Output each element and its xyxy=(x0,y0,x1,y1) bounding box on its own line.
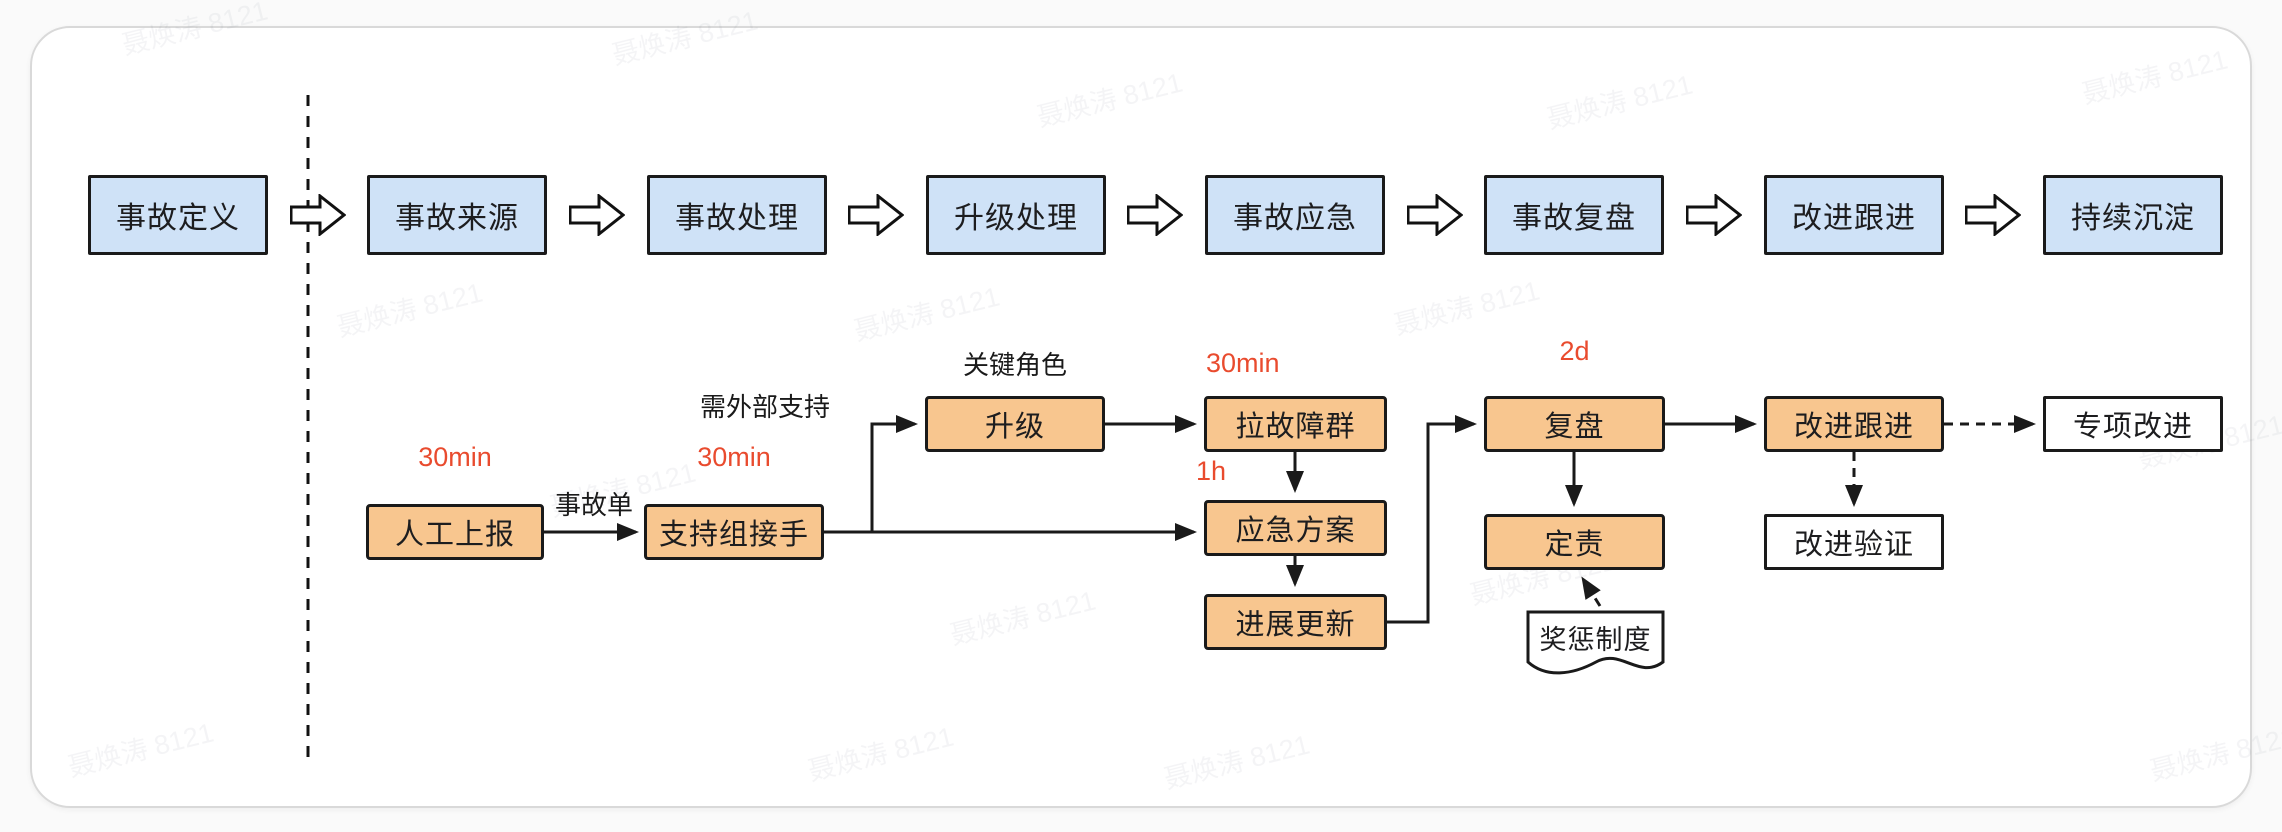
flow-arrow-icon xyxy=(1126,192,1184,238)
flow-arrow-icon xyxy=(568,192,626,238)
document-label: 奖惩制度 xyxy=(1539,625,1652,655)
detail-step-assign-responsibility: 定责 xyxy=(1484,514,1665,570)
annotation-label-key-roles: 关键角色 xyxy=(962,350,1067,380)
detail-step-create-incident-group: 拉故障群 xyxy=(1204,396,1387,452)
top-step-continuous-accumulation: 持续沉淀 xyxy=(2043,175,2223,255)
top-step-incident-handling: 事故处理 xyxy=(647,175,827,255)
flow-arrow-icon xyxy=(1964,192,2022,238)
flow-arrow-icon xyxy=(1685,192,1743,238)
annotation-sla-support-takeover: 30min xyxy=(697,442,771,472)
annotation-edge-incident-ticket: 事故单 xyxy=(554,490,633,520)
edge-support-to-escalate xyxy=(870,415,918,532)
annotation-sla-create-group: 30min xyxy=(1206,348,1280,378)
detail-step-improvement-follow-up-2: 改进跟进 xyxy=(1764,396,1944,452)
annotation-sla-emergency-plan: 1h xyxy=(1196,456,1227,486)
top-step-incident-definition: 事故定义 xyxy=(88,175,268,255)
top-step-incident-source: 事故来源 xyxy=(367,175,547,255)
top-step-improvement-follow-up: 改进跟进 xyxy=(1764,175,1944,255)
annotation-sla-review: 2d xyxy=(1559,336,1590,366)
top-step-incident-emergency: 事故应急 xyxy=(1205,175,1385,255)
detail-step-escalate: 升级 xyxy=(925,396,1105,452)
top-step-escalation-handling: 升级处理 xyxy=(926,175,1106,255)
edge-system-to-responsibility xyxy=(1581,576,1602,607)
annotation-edge-need-external-support: 需外部支持 xyxy=(699,392,830,422)
edge-progress-to-review xyxy=(1387,415,1477,624)
flow-arrow-icon xyxy=(847,192,905,238)
detail-step-special-improvement: 专项改进 xyxy=(2043,396,2223,452)
detail-step-progress-update: 进展更新 xyxy=(1204,594,1387,650)
document-outline xyxy=(1526,610,1665,675)
document-shape-reward-punishment-system: 奖惩制度 xyxy=(1526,610,1665,680)
detail-step-manual-report: 人工上报 xyxy=(366,504,544,560)
detail-step-review: 复盘 xyxy=(1484,396,1665,452)
annotation-sla-manual-report: 30min xyxy=(418,442,492,472)
flow-arrow-icon xyxy=(289,192,347,238)
detail-step-emergency-plan: 应急方案 xyxy=(1204,500,1387,556)
detail-step-support-team-takeover: 支持组接手 xyxy=(644,504,824,560)
flow-arrow-icon xyxy=(1406,192,1464,238)
detail-step-improvement-verification: 改进验证 xyxy=(1764,514,1944,570)
top-step-incident-review: 事故复盘 xyxy=(1484,175,1664,255)
